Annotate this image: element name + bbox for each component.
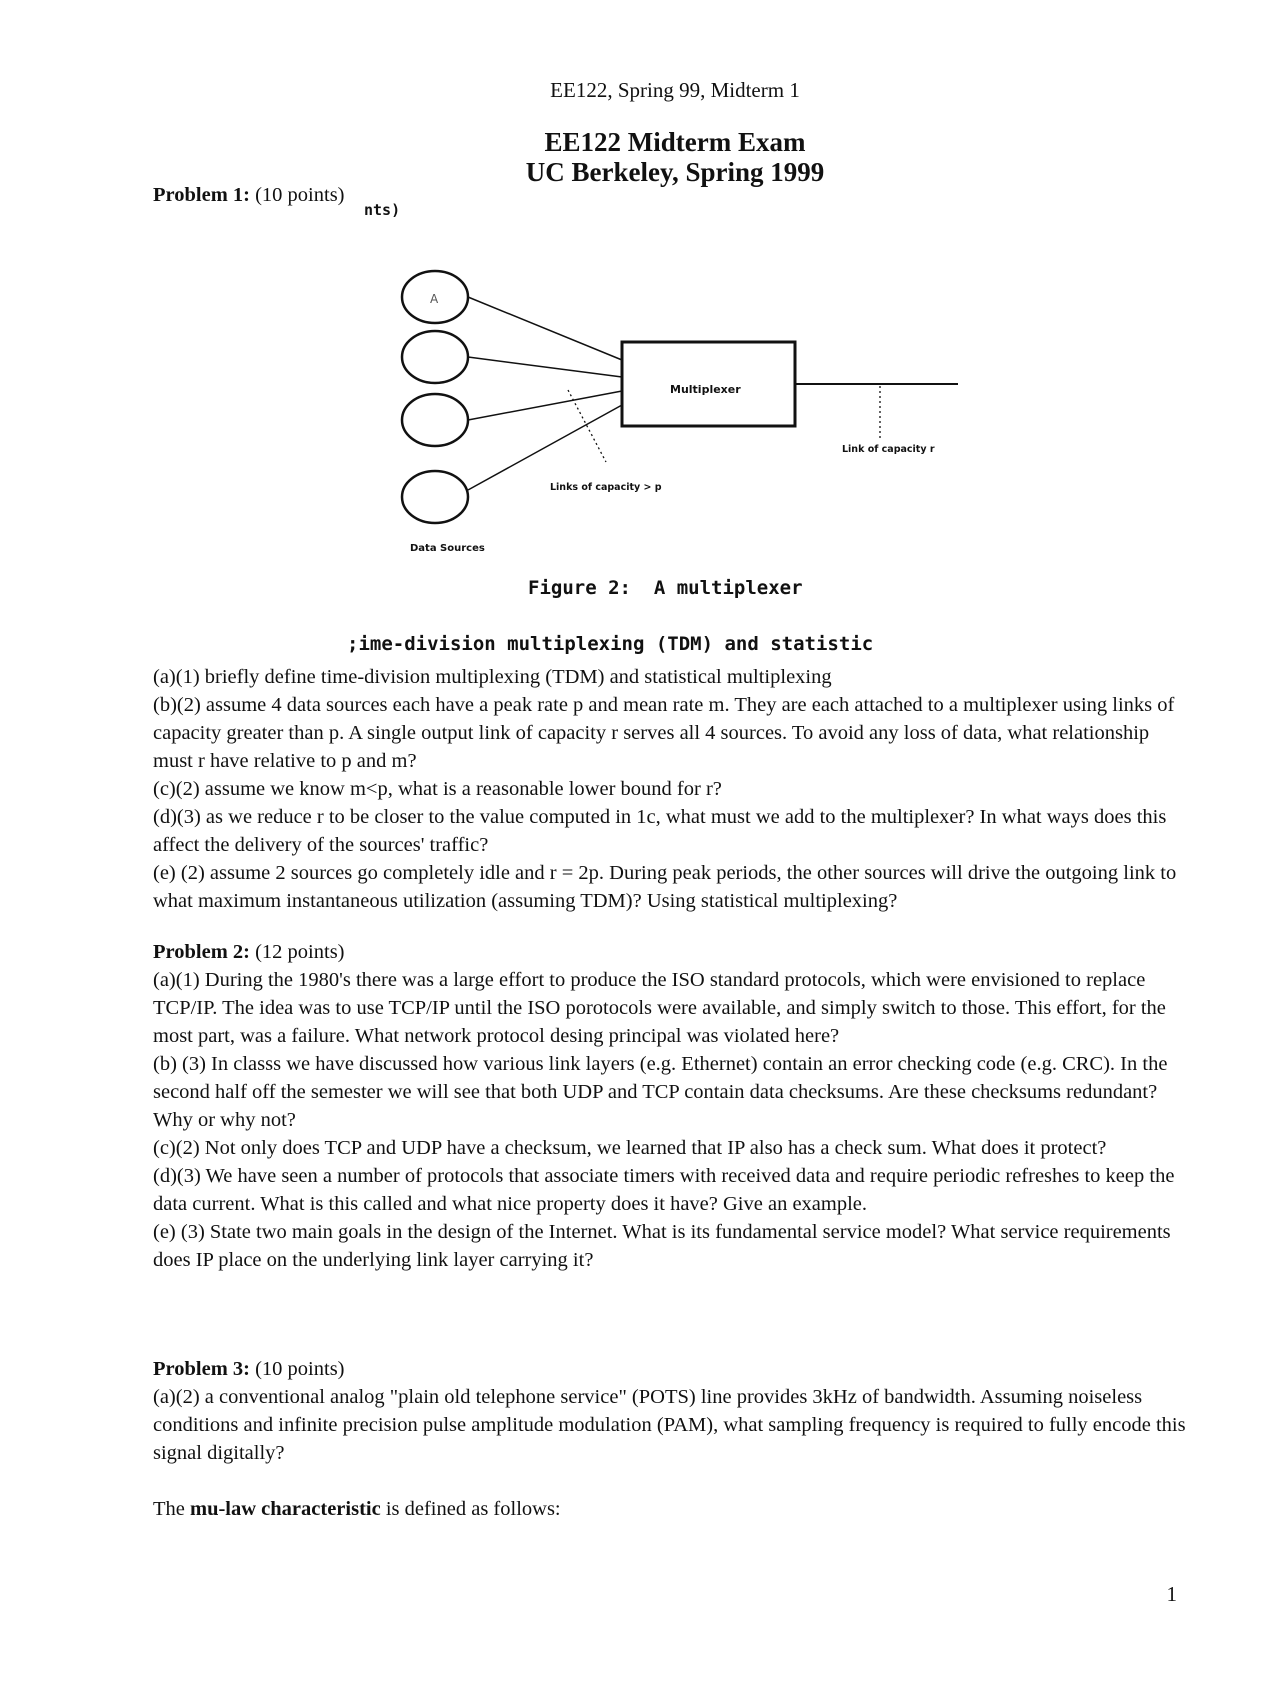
link-line-c	[467, 390, 623, 421]
problem2-part-a: (a)(1) During the 1980's there was a lar…	[153, 969, 1166, 1047]
link-line-a	[467, 296, 623, 361]
problem1-part-b: (b)(2) assume 4 data sources each have a…	[153, 694, 1175, 772]
problem1-part-d: (d)(3) as we reduce r to be closer to th…	[153, 806, 1167, 856]
data-source-a: A	[400, 269, 470, 325]
figure-caption: Figure 2: A multiplexer	[528, 577, 803, 599]
page-number: 1	[1166, 1582, 1178, 1606]
problem2-section: Problem 2: (12 points) (a)(1) During the…	[153, 938, 1188, 1274]
data-sources-label: Data Sources	[410, 543, 485, 554]
exam-title: EE122 Midterm Exam	[544, 127, 806, 157]
mulaw-suffix: is defined as follows:	[380, 1498, 561, 1520]
problem1-points: (10 points)	[255, 184, 345, 206]
problem1-part-c: (c)(2) assume we know m<p, what is a rea…	[153, 778, 722, 800]
problem3-points: (10 points)	[255, 1358, 345, 1380]
problem3-part-a: (a)(2) a conventional analog "plain old …	[153, 1386, 1186, 1464]
problem2-part-c: (c)(2) Not only does TCP and UDP have a …	[153, 1137, 1107, 1159]
data-source-d	[400, 469, 470, 525]
figure-fragment: ;ime-division multiplexing (TDM) and sta…	[347, 633, 874, 655]
problem1-label: Problem 1:	[153, 184, 250, 206]
problem2-part-d: (d)(3) We have seen a number of protocol…	[153, 1165, 1175, 1215]
link-line-b	[467, 356, 623, 378]
data-source-c	[400, 392, 470, 448]
links-label: Links of capacity > p	[550, 482, 662, 493]
stray-text: nts)	[364, 201, 401, 219]
problem2-part-e: (e) (3) State two main goals in the desi…	[153, 1221, 1171, 1271]
link-line-d	[467, 404, 623, 491]
mulaw-line: The mu-law characteristic is defined as …	[153, 1495, 1188, 1523]
output-link-label: Link of capacity r	[842, 444, 935, 455]
data-source-b	[400, 329, 470, 385]
problem2-heading: Problem 2: (12 points)	[153, 938, 1188, 966]
problem1-part-a: (a)(1) briefly define time-division mult…	[153, 666, 832, 688]
problem3-label: Problem 3:	[153, 1358, 250, 1380]
problem1-parts: (a)(1) briefly define time-division mult…	[153, 663, 1188, 915]
problem2-label: Problem 2:	[153, 941, 250, 963]
exam-subtitle: UC Berkeley, Spring 1999	[525, 157, 825, 187]
problem3-heading: Problem 3: (10 points)	[153, 1355, 1188, 1383]
page-header: EE122, Spring 99, Midterm 1	[550, 78, 800, 102]
problem2-points: (12 points)	[255, 941, 345, 963]
svg-text:A: A	[430, 292, 439, 306]
mulaw-prefix: The	[153, 1498, 190, 1520]
multiplexer-figure: A Multiplexer Link of capacity r Links o…	[400, 269, 958, 554]
problem3-section: Problem 3: (10 points) (a)(2) a conventi…	[153, 1355, 1188, 1523]
mulaw-term: mu-law characteristic	[190, 1498, 381, 1520]
links-pointer	[567, 389, 607, 463]
problem1-heading: Problem 1: (10 points)	[153, 181, 345, 209]
multiplexer-label: Multiplexer	[670, 383, 741, 396]
problem2-part-b: (b) (3) In classs we have discussed how …	[153, 1053, 1168, 1131]
problem1-part-e: (e) (2) assume 2 sources go completely i…	[153, 862, 1177, 912]
